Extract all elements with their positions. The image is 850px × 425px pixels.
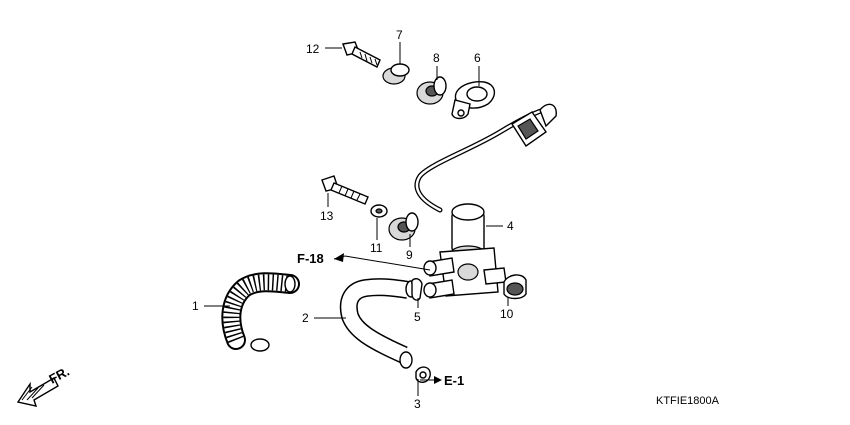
callout-12: 12 <box>306 42 320 56</box>
callout-3: 3 <box>414 397 421 411</box>
callout-7: 7 <box>396 28 403 42</box>
leader-lines <box>204 42 509 396</box>
callout-11: 11 <box>370 241 383 255</box>
grommet-part-8 <box>416 76 447 105</box>
callout-4: 4 <box>507 219 514 233</box>
callout-6: 6 <box>474 51 481 65</box>
ref-e1: E-1 <box>444 373 464 388</box>
drawing-code: KTFIE1800A <box>656 395 720 407</box>
cap-part-10 <box>503 274 527 300</box>
corrugated-hose-part-1 <box>221 272 300 352</box>
grommet-part-9 <box>388 212 419 241</box>
clip-part-5 <box>411 278 423 301</box>
callout-10: 10 <box>500 307 514 321</box>
solenoid-connector <box>511 103 557 147</box>
front-direction-arrow: FR. <box>16 364 72 407</box>
callout-2: 2 <box>302 311 309 325</box>
hose-part-2 <box>339 278 417 369</box>
washer-part-11 <box>370 204 388 218</box>
e1-arrowhead <box>434 376 442 384</box>
callout-5: 5 <box>414 310 421 324</box>
clamp-part-6 <box>451 81 495 120</box>
ref-f18: F-18 <box>297 251 324 266</box>
bolt-part-13 <box>321 175 369 205</box>
f18-arrowhead <box>334 253 344 262</box>
callout-8: 8 <box>433 51 440 65</box>
bolt-part-12 <box>342 41 381 68</box>
callout-1: 1 <box>192 299 199 313</box>
callout-13: 13 <box>320 209 334 223</box>
collar-part-7 <box>382 63 410 85</box>
callout-9: 9 <box>406 248 413 262</box>
solenoid-valve-part-4 <box>423 203 507 299</box>
